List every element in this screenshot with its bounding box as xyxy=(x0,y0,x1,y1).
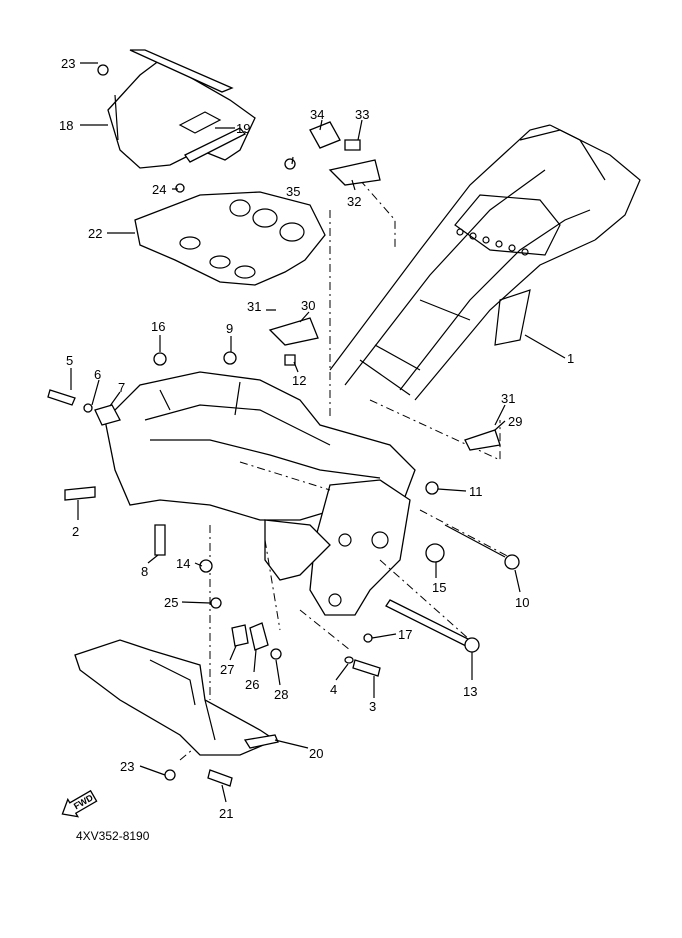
callout-31: 31 xyxy=(247,299,261,314)
callout-16: 16 xyxy=(151,319,165,334)
callout-27: 27 xyxy=(220,662,234,677)
callout-23: 23 xyxy=(61,56,75,71)
callout-11: 11 xyxy=(469,484,483,499)
callout-9: 9 xyxy=(226,321,233,336)
part-cover-plate xyxy=(107,49,256,169)
callout-20: 20 xyxy=(309,746,323,761)
callout-3: 3 xyxy=(369,699,376,714)
callout-7: 7 xyxy=(118,380,125,395)
callout-26: 26 xyxy=(245,677,259,692)
callout-30: 30 xyxy=(301,298,315,313)
callout-23b: 23 xyxy=(120,759,134,774)
callout-15: 15 xyxy=(432,580,446,595)
part-main-frame xyxy=(104,371,416,616)
rear-frame-holes xyxy=(456,228,529,256)
callout-32: 32 xyxy=(347,194,361,209)
callout-35: 35 xyxy=(286,184,300,199)
callout-14: 14 xyxy=(176,556,190,571)
callout-8: 8 xyxy=(141,564,148,579)
callout-17: 17 xyxy=(398,627,412,642)
callout-34: 34 xyxy=(310,107,324,122)
callout-6: 6 xyxy=(94,367,101,382)
callout-33: 33 xyxy=(355,107,369,122)
callout-10: 10 xyxy=(515,595,529,610)
leader-lines xyxy=(70,62,566,803)
callout-13: 13 xyxy=(463,684,477,699)
callout-4: 4 xyxy=(330,682,337,697)
callout-28: 28 xyxy=(274,687,288,702)
callout-18: 18 xyxy=(59,118,73,133)
callout-12: 12 xyxy=(292,373,306,388)
fwd-arrow-icon: FWD xyxy=(61,789,98,818)
part-lower-guard xyxy=(74,639,279,787)
part-plate-22 xyxy=(134,191,326,286)
callout-31b: 31 xyxy=(501,391,515,406)
callout-5: 5 xyxy=(66,353,73,368)
callout-labels: 23 18 19 34 33 35 32 24 22 31 30 16 9 5 … xyxy=(59,56,574,821)
callout-1: 1 xyxy=(567,351,574,366)
callout-24: 24 xyxy=(152,182,166,197)
callout-22: 22 xyxy=(88,226,102,241)
part-rear-frame xyxy=(329,124,641,401)
callout-29: 29 xyxy=(508,414,522,429)
callout-19: 19 xyxy=(236,121,250,136)
callout-21: 21 xyxy=(219,806,233,821)
callout-2: 2 xyxy=(72,524,79,539)
diagram-code: 4XV352-8190 xyxy=(76,829,150,843)
small-parts xyxy=(47,64,520,677)
callout-25: 25 xyxy=(164,595,178,610)
